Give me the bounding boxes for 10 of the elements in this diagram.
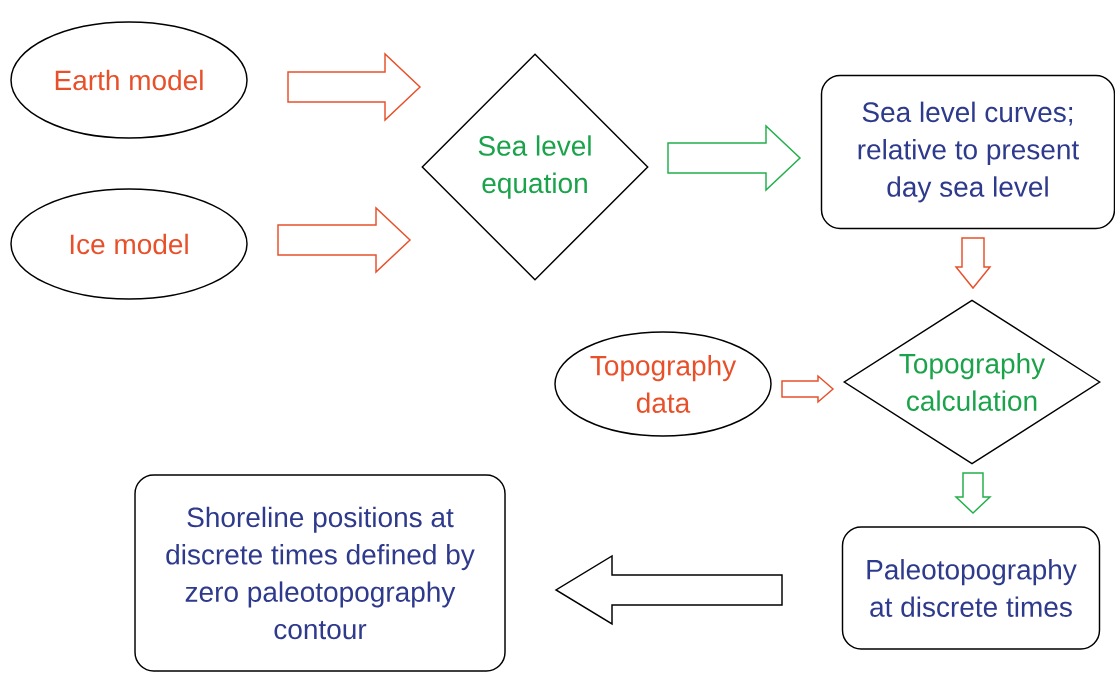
- block-arrow: [287, 52, 422, 122]
- process-box: Paleotopography at discrete times: [841, 526, 1101, 650]
- block-arrow: [554, 554, 783, 626]
- block-arrow: [781, 374, 835, 404]
- block-arrow: [277, 206, 412, 274]
- block-arrow: [954, 472, 992, 514]
- process-box: Shoreline positions at discrete times defined by zero paleotopography contour: [134, 474, 506, 672]
- block-arrow: [667, 124, 802, 192]
- block-arrow: [954, 237, 992, 290]
- process-box: Sea level curves; relative to present day sea level: [820, 74, 1115, 230]
